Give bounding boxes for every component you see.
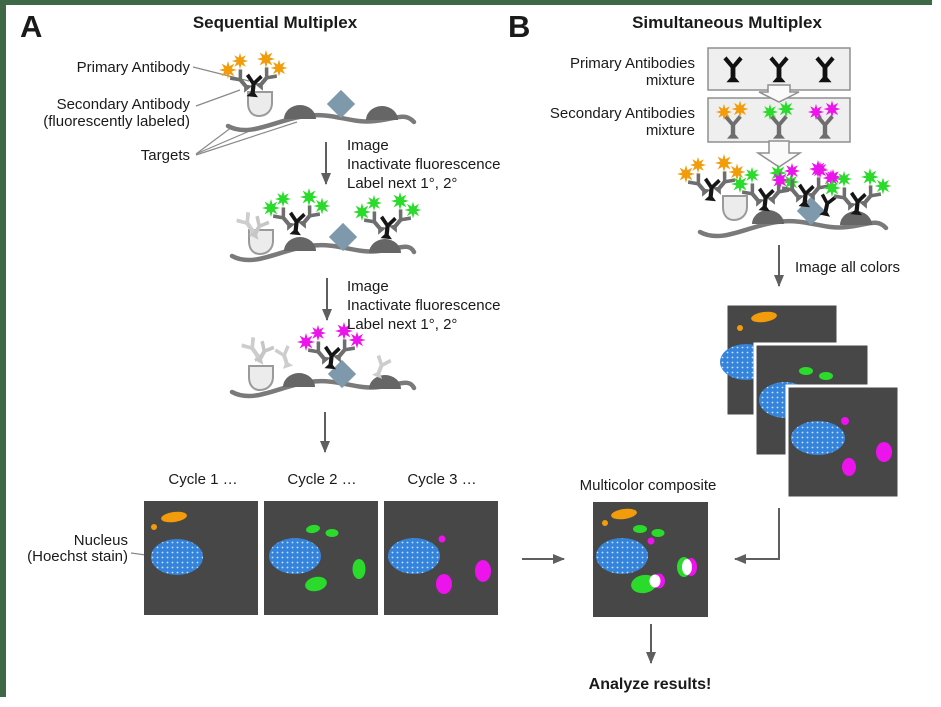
cycle2-label: Cycle 2 …: [287, 471, 357, 488]
orange-signal: [161, 511, 187, 523]
panel-b-title: Simultaneous Multiplex: [632, 13, 822, 32]
block-arrow-icon: [758, 84, 800, 103]
nucleus-label: Nucleus: [73, 532, 128, 549]
target-socket: [248, 365, 274, 391]
antibody-cluster-orange: [219, 50, 288, 98]
antibody-cluster-green: [262, 188, 331, 236]
merge-arrow-right: [734, 508, 780, 564]
nucleus: [269, 538, 321, 574]
nucleus: [151, 539, 203, 575]
magenta-signal: [438, 535, 446, 543]
step-line: Label next 1°, 2°: [347, 175, 458, 192]
step-line: Label next 1°, 2°: [347, 316, 458, 333]
green-signal: [651, 529, 665, 537]
target-bump: [752, 210, 784, 224]
nucleus-sublabel: (Hoechst stain): [27, 548, 128, 565]
colocalized-signal: [631, 573, 665, 594]
antibody-cluster-orange: [677, 154, 746, 202]
membrane-scene-cycle1: [219, 50, 417, 133]
analyze-results-label: Analyze results!: [588, 676, 712, 693]
step-line: Image: [347, 278, 389, 295]
green-signal: [306, 524, 320, 534]
targets-label: Targets: [140, 147, 190, 164]
panel-a-title: Sequential Multiplex: [192, 13, 358, 32]
cell-membrane: [229, 242, 417, 263]
orange-signal: [151, 524, 157, 530]
antibody-cluster-green: [353, 192, 422, 240]
frame-border-top: [0, 0, 932, 5]
cycle1-image: [144, 501, 258, 615]
target-bump: [284, 105, 316, 119]
target-bump: [369, 375, 401, 389]
nucleus: [388, 538, 440, 574]
step-line: Inactivate fluorescence: [347, 156, 501, 173]
panel-b-letter: B: [508, 9, 531, 44]
cycle3-image: [384, 501, 498, 615]
target-diamond: [326, 89, 356, 119]
orange-signal: [611, 508, 637, 520]
magenta-signal: [647, 537, 655, 545]
bleached-antibody: [240, 335, 276, 365]
target-bump: [284, 237, 316, 251]
frame-border-left: [0, 0, 6, 697]
stacked-image-magenta: [785, 384, 901, 500]
magenta-signal: [475, 560, 491, 582]
nucleus: [596, 538, 648, 574]
multicolor-composite-image: [593, 502, 708, 617]
process-step-2: Image Inactivate fluorescence Label next…: [347, 277, 500, 334]
cycle3-label: Cycle 3 …: [407, 471, 477, 488]
target-socket: [722, 195, 748, 221]
step-line: Image: [347, 137, 389, 154]
green-signal: [352, 559, 366, 579]
green-signal: [633, 525, 647, 533]
secondary-antibody-label: Secondary Antibody: [56, 96, 190, 113]
membrane-scene-cycle2: [229, 188, 422, 263]
primary-mixture-label: Primary Antibodies: [569, 55, 695, 72]
process-step-1: Image Inactivate fluorescence Label next…: [347, 136, 500, 193]
green-signal: [325, 529, 339, 537]
panel-a-letter: A: [20, 9, 43, 44]
cycle2-image: [264, 501, 378, 615]
target-bump: [369, 239, 401, 253]
colocalized-signal: [677, 557, 697, 577]
primary-mixture-sublabel: mixture: [645, 72, 695, 89]
secondary-antibody-sublabel: (fluorescently labeled): [43, 113, 190, 130]
membrane-scene-cycle3: [229, 322, 417, 399]
primary-mixture-box: [707, 47, 851, 91]
secondary-mixture-label: Secondary Antibodies: [549, 105, 695, 122]
secondary-mixture-box: [707, 97, 851, 143]
magenta-signal: [436, 574, 452, 594]
step-line: Inactivate fluorescence: [347, 297, 501, 314]
cycle1-label: Cycle 1 …: [168, 471, 238, 488]
image-all-colors-label: Image all colors: [795, 259, 901, 276]
orange-signal: [602, 520, 608, 526]
green-signal: [305, 576, 327, 592]
secondary-mixture-sublabel: mixture: [645, 122, 695, 139]
target-bump: [366, 106, 398, 120]
bleached-antibody: [273, 344, 296, 370]
block-arrow-icon: [755, 140, 803, 168]
membrane-scene-simultaneous: [677, 154, 892, 239]
primary-antibody-label: Primary Antibody: [76, 59, 190, 76]
composite-label: Multicolor composite: [579, 477, 717, 494]
target-bump: [283, 373, 315, 387]
